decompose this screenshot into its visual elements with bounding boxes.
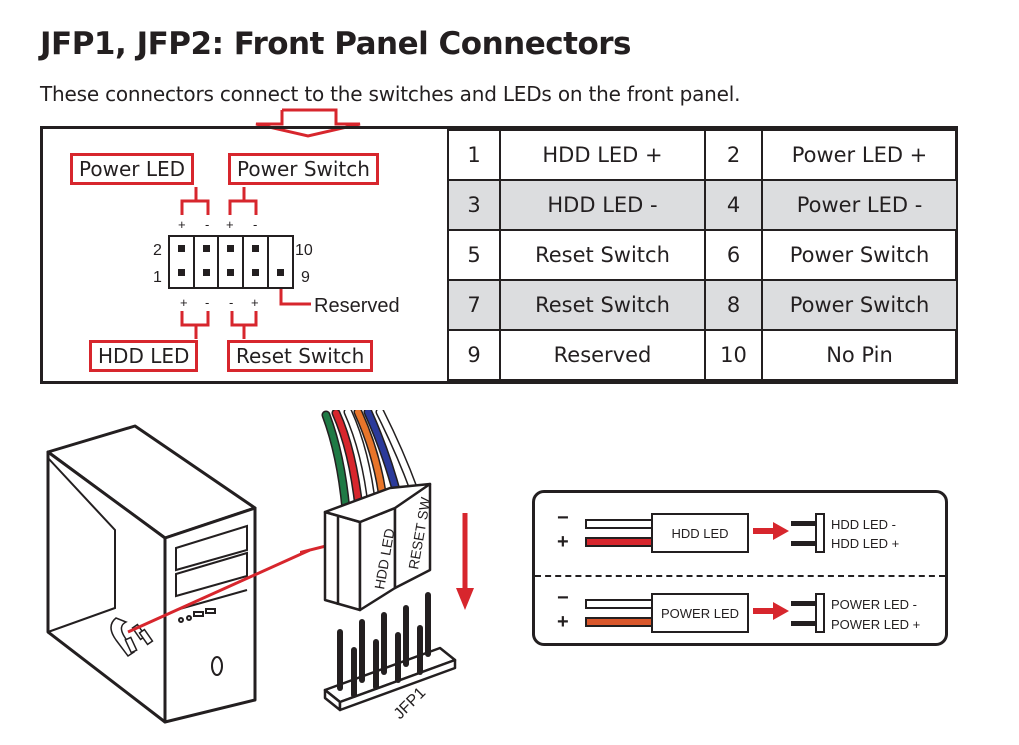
pin-number-cell: 4 [704, 179, 763, 231]
arrow-right-icon [753, 602, 789, 620]
power-minus-wire [585, 599, 657, 609]
polarity-top-4: - [253, 217, 257, 232]
led-wiring-legend: − + HDD LED HDD LED - HDD LED + − + POWE… [532, 490, 948, 646]
pin-label-cell: No Pin [761, 329, 958, 381]
pin-number-1: 1 [153, 269, 162, 286]
pin-label-cell: Power LED - [761, 179, 958, 231]
power-plus-wire [585, 617, 657, 627]
polarity-bottom-1: + [180, 295, 188, 310]
arrow-right-icon [753, 522, 789, 540]
polarity-top-1: + [178, 217, 186, 232]
polarity-top-3: + [226, 217, 234, 232]
jfp1-header [323, 646, 457, 712]
polarity-bottom-4: + [251, 295, 259, 310]
pin-diagram: Power LED Power Switch HDD LED Reset Swi… [43, 129, 447, 381]
jfp1-pins [337, 592, 431, 698]
pin-label-cell: Reset Switch [499, 229, 706, 281]
pin-number-9: 9 [301, 269, 310, 286]
polarity-top-2: - [205, 217, 209, 232]
minus-sign: − [557, 507, 569, 529]
pc-case-illustration [46, 424, 310, 724]
pin-assignment-table: 1 HDD LED + 2 Power LED + 3 HDD LED - 4 … [447, 129, 958, 381]
pin-number-cell: 1 [447, 129, 501, 181]
pin-number-cell: 8 [704, 279, 763, 331]
page-title: JFP1, JFP2: Front Panel Connectors [40, 26, 631, 62]
pin-label-cell: HDD LED + [499, 129, 706, 181]
polarity-bottom-3: - [229, 295, 233, 310]
table-row: 1 HDD LED + 2 Power LED + [447, 129, 958, 181]
pin-stub [791, 601, 817, 606]
pin-number-cell: 3 [447, 179, 501, 231]
pin-header-block [815, 513, 825, 553]
pin-number-cell: 10 [704, 329, 763, 381]
insert-arrow [456, 513, 474, 610]
table-row: 9 Reserved 10 No Pin [447, 329, 958, 381]
pin-layout-panel: Power LED Power Switch HDD LED Reset Swi… [40, 126, 958, 384]
power-led-minus-label: POWER LED - [831, 597, 917, 612]
pin-number-cell: 5 [447, 229, 501, 281]
pin-label-cell: Reserved [499, 329, 706, 381]
pin-label-cell: Power Switch [761, 279, 958, 331]
page-subtitle: These connectors connect to the switches… [40, 82, 741, 106]
table-row: 7 Reset Switch 8 Power Switch [447, 279, 958, 331]
plus-sign: + [557, 611, 569, 633]
legend-divider [535, 575, 945, 577]
hdd-plus-wire [585, 537, 657, 547]
hdd-led-plus-label: HDD LED + [831, 536, 900, 551]
pin-header-block [815, 593, 825, 633]
callout-line [127, 548, 310, 634]
hdd-led-label: HDD LED [89, 340, 199, 372]
pin-number-cell: 7 [447, 279, 501, 331]
power-led-plus-label: POWER LED + [831, 617, 921, 632]
pin-label-cell: Reset Switch [499, 279, 706, 331]
hdd-led-plug: HDD LED [651, 513, 749, 553]
hdd-led-minus-label: HDD LED - [831, 517, 897, 532]
top-brackets [180, 187, 311, 339]
pin-number-2: 2 [153, 242, 162, 259]
pin-stub [791, 521, 817, 526]
pin-label-cell: Power LED + [761, 129, 958, 181]
power-led-label: Power LED [70, 153, 195, 185]
power-led-plug: POWER LED [651, 593, 749, 633]
pin-number-10: 10 [295, 242, 313, 259]
table-row: 5 Reset Switch 6 Power Switch [447, 229, 958, 281]
reserved-label: Reserved [314, 295, 400, 317]
pin-stub [791, 541, 817, 546]
pin-number-cell: 6 [704, 229, 763, 281]
down-arrow-icon [255, 108, 361, 138]
connector-illustration: HDD LED RESET SW JFP1 [300, 410, 474, 723]
reset-switch-label: Reset Switch [227, 340, 374, 372]
header-outline [168, 235, 294, 289]
header-pin-graphic: 2 1 10 9 + - + - + - - + Reserved [153, 187, 400, 339]
power-switch-label: Power Switch [228, 153, 379, 185]
pin-label-cell: HDD LED - [499, 179, 706, 231]
pins [178, 245, 284, 276]
pin-stub [791, 621, 817, 626]
pin-number-cell: 9 [447, 329, 501, 381]
case-front [163, 506, 257, 724]
pin-number-cell: 2 [704, 129, 763, 181]
hdd-minus-wire [585, 519, 657, 529]
plus-sign: + [557, 531, 569, 553]
polarity-bottom-2: - [205, 295, 209, 310]
minus-sign: − [557, 587, 569, 609]
pin-label-cell: Power Switch [761, 229, 958, 281]
table-row: 3 HDD LED - 4 Power LED - [447, 179, 958, 231]
